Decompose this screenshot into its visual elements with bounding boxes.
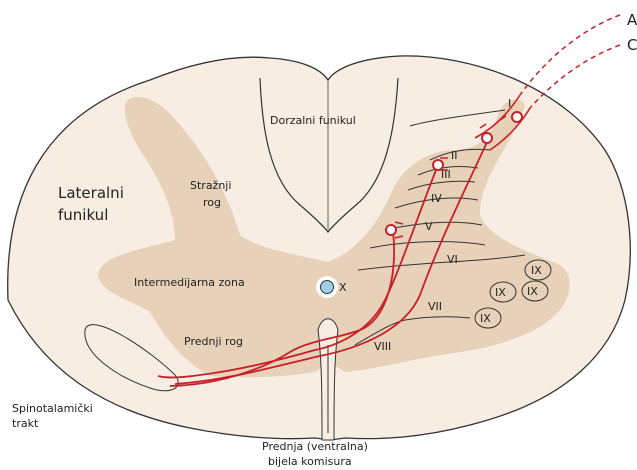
commissure-label-line2: bijela komisura [268,455,352,468]
ventral-horn-label: Prednji rog [184,335,243,348]
afferent-c-label: C [627,36,637,54]
lamina-label-vii: VII [428,300,442,313]
dorsal-horn-label-line1: Stražnji [190,179,231,192]
central-canal-label: X [339,281,347,294]
spinothalamic-label-line1: Spinotalamički [12,402,93,415]
lamina-label-iii: III [441,168,451,181]
afferent-a-label: Ad [627,11,637,29]
lamina-label-ii: II [451,149,458,162]
lamina-label-ix-3: IX [527,285,538,298]
intermediate-zone-label: Intermedijarna zona [134,276,245,289]
lateral-funiculus-label-line2: funikul [58,206,108,224]
lamina-label-iv: IV [431,192,442,205]
lamina-label-ix-1: IX [531,264,542,277]
dorsal-horn-label-line2: rog [203,196,221,209]
lamina-label-ix-4: IX [480,312,491,325]
lateral-funiculus-label-line1: Lateralni [58,184,124,202]
lamina-label-ix-2: IX [495,286,506,299]
commissure-label-line1: Prednja (ventralna) [262,440,368,453]
lamina-label-v: V [425,220,433,233]
spinothalamic-label-line2: trakt [12,417,39,430]
lamina-label-vi: VI [447,253,458,266]
central-canal-lumen [321,281,334,294]
lamina-label-viii: VIII [374,340,391,353]
lamina-label-i: I [508,97,511,110]
dorsal-funiculus-label: Dorzalni funikul [270,114,356,127]
